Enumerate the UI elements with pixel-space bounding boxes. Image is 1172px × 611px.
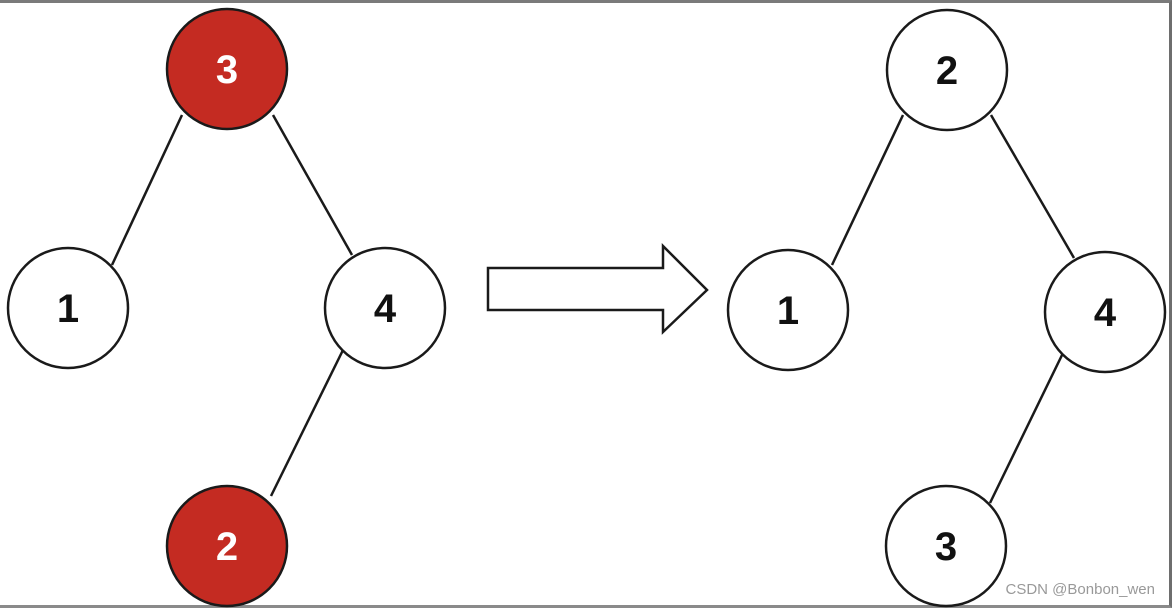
before-node-circle bbox=[165, 7, 289, 131]
before-node-left: 1 bbox=[6, 246, 130, 370]
edge-after-2-4 bbox=[989, 114, 1076, 259]
after-node-bottom: 3 bbox=[884, 484, 1008, 608]
before-node-label: 1 bbox=[57, 287, 79, 331]
after-node-right: 4 bbox=[1043, 250, 1167, 374]
after-node-label: 2 bbox=[936, 49, 958, 93]
edge-before-3-1 bbox=[110, 114, 184, 266]
before-node-label: 3 bbox=[216, 48, 238, 92]
before-node-circle bbox=[6, 246, 130, 370]
after-node-circle bbox=[885, 8, 1009, 132]
before-node-label: 4 bbox=[374, 287, 397, 331]
transform-arrow bbox=[486, 242, 709, 335]
after-node-circle bbox=[1043, 250, 1167, 374]
edge-after-2-1 bbox=[830, 114, 905, 266]
after-node-label: 3 bbox=[935, 525, 957, 569]
after-node-root: 2 bbox=[885, 8, 1009, 132]
after-node-label: 1 bbox=[777, 289, 799, 333]
before-node-circle bbox=[323, 246, 447, 370]
edge-after-4-3 bbox=[988, 352, 1065, 504]
after-node-left: 1 bbox=[726, 248, 850, 372]
before-node-circle bbox=[165, 484, 289, 608]
after-node-circle bbox=[884, 484, 1008, 608]
edge-before-3-4 bbox=[271, 114, 354, 256]
after-node-circle bbox=[726, 248, 850, 372]
before-node-label: 2 bbox=[216, 525, 238, 569]
before-node-right: 4 bbox=[323, 246, 447, 370]
edge-before-4-2 bbox=[269, 349, 345, 497]
before-node-bottom: 2 bbox=[165, 484, 289, 608]
watermark: CSDN @Bonbon_wen bbox=[1005, 581, 1155, 598]
after-node-label: 4 bbox=[1094, 291, 1117, 335]
before-node-root: 3 bbox=[165, 7, 289, 131]
bst-recovery-diagram: 3 1 4 2 2 1 4 bbox=[6, 7, 1167, 608]
